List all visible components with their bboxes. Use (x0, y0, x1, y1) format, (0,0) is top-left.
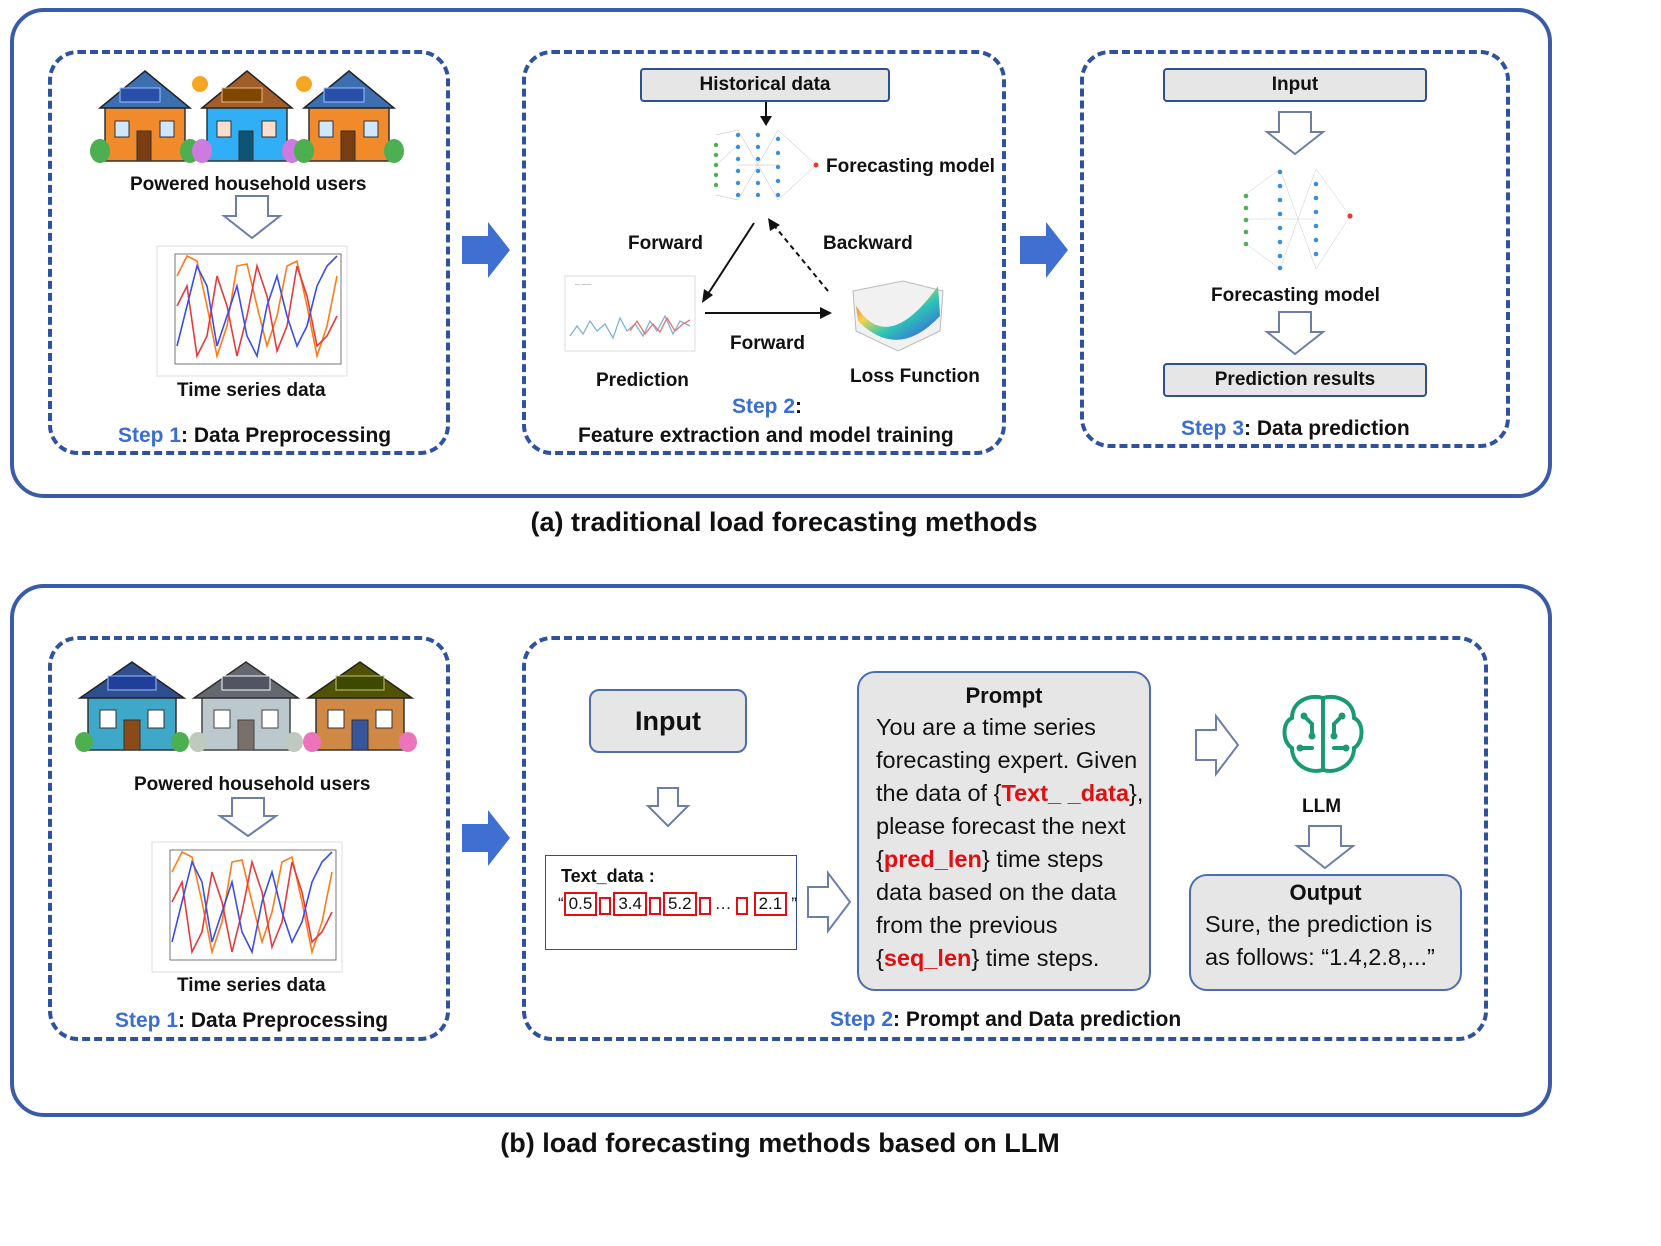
time-series-chart-b (151, 841, 343, 973)
neural-network-icon (713, 129, 819, 201)
step1-b-box (48, 636, 450, 1041)
comma-cell (599, 897, 612, 915)
step-number: Step 1 (115, 1009, 179, 1032)
input-label-b: Input (635, 705, 701, 736)
prompt-part: } time steps. (971, 945, 1100, 971)
step2-b-label: Step 2: Prompt and Data prediction (830, 1008, 1181, 1032)
step-title: : Data Preprocessing (178, 1009, 389, 1032)
prompt-box: Prompt You are a time series forecasting… (857, 671, 1151, 991)
step-number: Step 1 (118, 424, 182, 447)
houses-label-b: Powered household users (134, 774, 371, 795)
llm-label: LLM (1302, 796, 1342, 817)
prompt-var-seq-len: seq_len (883, 945, 972, 971)
value-cell: 5.2 (662, 892, 697, 916)
text-data-box: Text_data : “ 0.5 3.4 5.2 … 2.1 ” (545, 855, 797, 950)
text-data-values: “ 0.5 3.4 5.2 … 2.1 ” (558, 892, 797, 916)
loss-function-label: Loss Function (850, 366, 980, 387)
prediction-chart-icon: — —— (564, 275, 696, 352)
step2-a-label: Step 2: (732, 395, 802, 419)
series-label-a: Time series data (177, 380, 326, 401)
down-arrow-icon (645, 787, 691, 828)
forward-label-1: Forward (628, 233, 703, 254)
step-number: Step 3 (1181, 417, 1245, 440)
prompt-part: }, please forecast the next { (876, 780, 1144, 872)
houses-label-a: Powered household users (130, 174, 367, 195)
block-arrow-icon (1020, 222, 1068, 278)
down-arrow-icon (221, 195, 283, 240)
block-arrow-icon (462, 222, 510, 278)
step-number: Step 2 (830, 1008, 894, 1031)
forward-label-2: Forward (730, 333, 805, 354)
step3-a-box (1080, 50, 1510, 448)
step-title: : Prompt and Data prediction (893, 1008, 1182, 1031)
backward-label: Backward (823, 233, 913, 254)
houses-a-icon (90, 70, 405, 164)
output-text: Sure, the prediction is as follows: “1.4… (1205, 911, 1435, 970)
step-title: : Data Preprocessing (181, 424, 392, 447)
right-arrow-icon (1195, 713, 1240, 777)
forecasting-model-label-a2: Forecasting model (826, 156, 995, 177)
step2-a-box (522, 50, 1006, 455)
right-arrow-icon (807, 870, 852, 934)
series-label-b: Time series data (177, 975, 326, 996)
brain-circuit-icon (1282, 695, 1364, 773)
comma-cell (698, 897, 711, 915)
step-title: : (795, 395, 803, 418)
text-data-label: Text_data : (561, 866, 655, 886)
down-arrow-icon (1264, 111, 1326, 156)
prompt-var-text-data: Text_ _data (1001, 780, 1130, 806)
value-cell: 3.4 (613, 892, 647, 916)
step1-b-label: Step 1: Data Preprocessing (115, 1009, 388, 1033)
output-box: Output Sure, the prediction is as follow… (1189, 874, 1462, 991)
historical-data-box: Historical data (640, 68, 890, 102)
forecasting-model-label-a3: Forecasting model (1211, 285, 1380, 306)
loss-surface-icon (852, 280, 944, 352)
prompt-text: You are a time series forecasting expert… (876, 711, 1144, 975)
step2-a-line2: Feature extraction and model training (578, 424, 954, 447)
close-quote: ” (791, 894, 797, 913)
step-title: : Data prediction (1244, 417, 1410, 440)
time-series-chart-a (156, 245, 348, 377)
step3-a-label: Step 3: Data prediction (1181, 417, 1410, 441)
input-box-a: Input (1163, 68, 1427, 102)
panel-a (10, 8, 1552, 498)
training-arrows (702, 218, 832, 319)
prediction-label: Prediction (596, 370, 689, 391)
arrow-down-small (760, 102, 772, 126)
prompt-title: Prompt (965, 683, 1043, 708)
input-box-b: Input (589, 689, 747, 753)
panel-b (10, 584, 1552, 1117)
value-cell: 0.5 (563, 892, 598, 916)
caption-b: (b) load forecasting methods based on LL… (500, 1128, 1060, 1158)
comma-cell (735, 897, 748, 915)
step-number: Step 2 (732, 395, 796, 418)
neural-network-icon (1243, 168, 1353, 271)
comma-cell (648, 897, 661, 915)
prompt-part: } time steps data based on the data from… (876, 846, 1117, 971)
step1-a-label: Step 1: Data Preprocessing (118, 424, 391, 448)
value-cell: 2.1 (753, 892, 788, 916)
down-arrow-icon (1294, 825, 1356, 870)
svg-text:— ——: — —— (575, 282, 591, 288)
caption-a: (a) traditional load forecasting methods (530, 507, 1038, 537)
ellipsis: … (714, 894, 732, 913)
down-arrow-icon (216, 797, 280, 838)
prompt-var-pred-len: pred_len (883, 846, 982, 872)
open-quote: “ (558, 894, 564, 913)
block-arrow-icon (462, 810, 510, 866)
prediction-results-box: Prediction results (1163, 363, 1427, 397)
down-arrow-icon (1264, 311, 1326, 356)
step2-b-box (522, 636, 1488, 1041)
houses-b-icon (75, 661, 418, 753)
sun-icon (192, 76, 208, 92)
prompt-part: You are a time series forecasting expert… (876, 714, 1138, 806)
step1-a-box (48, 50, 450, 455)
output-title: Output (1289, 880, 1362, 905)
